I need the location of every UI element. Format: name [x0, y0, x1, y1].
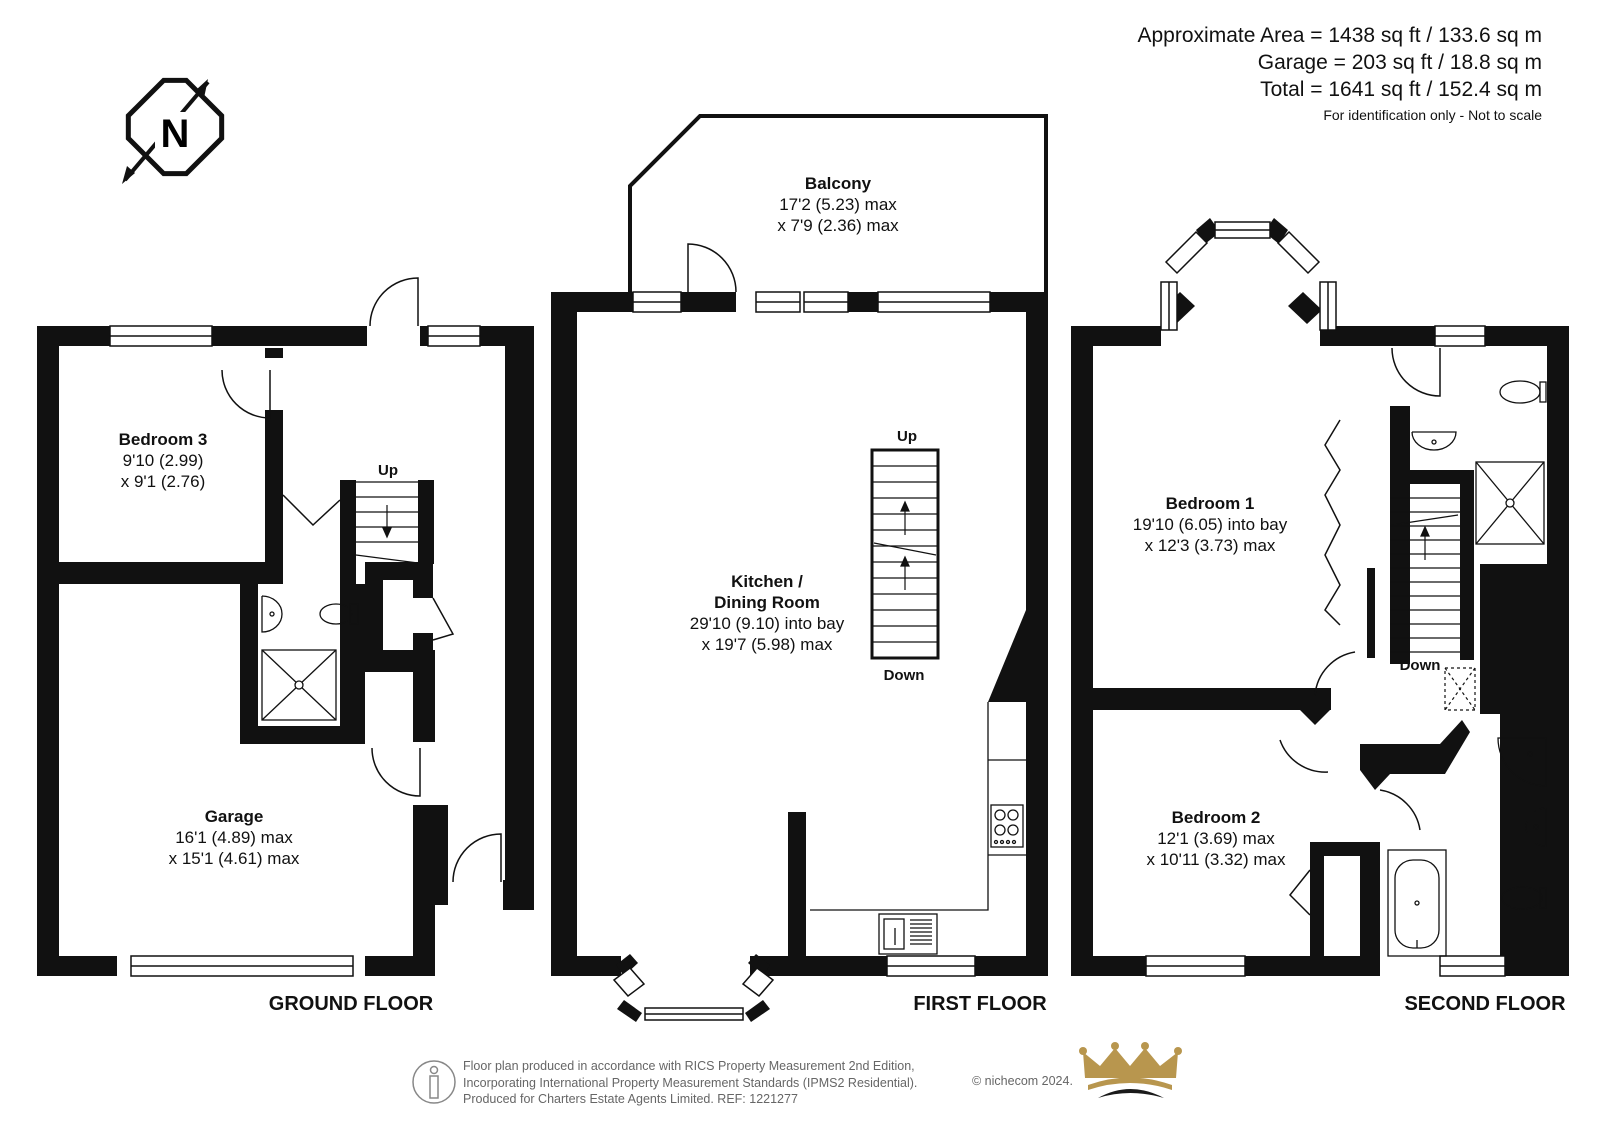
kitchen-dim1: 29'10 (9.10) into bay: [690, 614, 845, 633]
first-floor-windows: [612, 291, 991, 1021]
first-floor-labels: Balcony 17'2 (5.23) max x 7'9 (2.36) max…: [690, 174, 1047, 1015]
bedroom1-dim1: 19'10 (6.05) into bay: [1133, 515, 1288, 534]
second-floor-labels: Bedroom 1 19'10 (6.05) into bay x 12'3 (…: [1133, 494, 1566, 1015]
kitchen-dim2: x 19'7 (5.98) max: [702, 635, 833, 654]
ground-floor-fixtures: [261, 595, 359, 721]
bedroom1-dim2: x 12'3 (3.73) max: [1145, 536, 1276, 555]
second-floor-stairs: [1390, 497, 1476, 711]
ground-floor-stairs: [355, 481, 419, 564]
ground-floor-label: GROUND FLOOR: [269, 993, 434, 1015]
bedroom2-dim1: 12'1 (3.69) max: [1157, 829, 1275, 848]
ground-floor-windows: [109, 325, 481, 977]
ground-floor-labels: Bedroom 3 9'10 (2.99) x 9'1 (2.76) Garag…: [119, 430, 434, 1015]
copyright-text: © nichecom 2024.: [972, 1074, 1073, 1088]
footer-disclaimer: Floor plan produced in accordance with R…: [463, 1058, 917, 1108]
garage-dim1: 16'1 (4.89) max: [175, 828, 293, 847]
second-floor-plan: [1071, 218, 1569, 976]
first-stairs-up-label: Up: [897, 428, 917, 445]
garage-area: Garage = 203 sq ft / 18.8 sq m: [1257, 51, 1542, 74]
kitchen-name-line2: Dining Room: [714, 593, 820, 612]
north-arrow-icon: N: [122, 77, 225, 184]
identification-note: For identification only - Not to scale: [1323, 107, 1542, 123]
second-floor-label: SECOND FLOOR: [1404, 993, 1566, 1015]
bedroom3-dim2: x 9'1 (2.76): [121, 472, 206, 491]
first-floor-doors: [687, 243, 737, 293]
first-floor-stairs: [870, 448, 940, 660]
balcony-dim1: 17'2 (5.23) max: [779, 195, 897, 214]
compass-letter: N: [161, 112, 190, 156]
total-area: Total = 1641 sq ft / 152.4 sq m: [1260, 78, 1542, 101]
footer-line-2: Incorporating International Property Mea…: [463, 1075, 918, 1090]
first-floor-plan: [551, 292, 1048, 1022]
second-stairs-down-label: Down: [1400, 657, 1441, 674]
measurement-person-icon: [412, 1060, 456, 1104]
bedroom2-name: Bedroom 2: [1172, 808, 1261, 827]
bedroom3-dim1: 9'10 (2.99): [123, 451, 204, 470]
balcony-dim2: x 7'9 (2.36) max: [777, 216, 899, 235]
kitchen-name-line1: Kitchen /: [731, 572, 803, 591]
approximate-area: Approximate Area = 1438 sq ft / 133.6 sq…: [1137, 24, 1543, 47]
bedroom2-dim2: x 10'11 (3.32) max: [1147, 850, 1286, 869]
second-floor-doors: [1279, 347, 1441, 916]
footer-line-1: Floor plan produced in accordance with R…: [463, 1059, 915, 1073]
ground-floor-doors: [221, 277, 502, 883]
garage-dim2: x 15'1 (4.61) max: [169, 849, 300, 868]
bedroom1-name: Bedroom 1: [1166, 494, 1255, 513]
first-floor-label: FIRST FLOOR: [913, 993, 1047, 1015]
kitchen-fixtures: [810, 702, 1026, 955]
first-stairs-down-label: Down: [884, 667, 925, 684]
ground-stairs-up-label: Up: [378, 462, 398, 479]
area-summary: Approximate Area = 1438 sq ft / 133.6 sq…: [1138, 22, 1543, 127]
balcony-outline: [628, 114, 1048, 292]
bedroom3-name: Bedroom 3: [119, 430, 208, 449]
garage-name: Garage: [205, 807, 264, 826]
crown-logo-icon: [1079, 1042, 1182, 1098]
balcony-name: Balcony: [805, 174, 872, 193]
ground-floor-plan: [37, 326, 534, 976]
footer-line-3: Produced for Charters Estate Agents Limi…: [463, 1092, 798, 1106]
second-floor-fixtures: [1387, 380, 1547, 957]
second-floor-windows: [1145, 221, 1506, 977]
